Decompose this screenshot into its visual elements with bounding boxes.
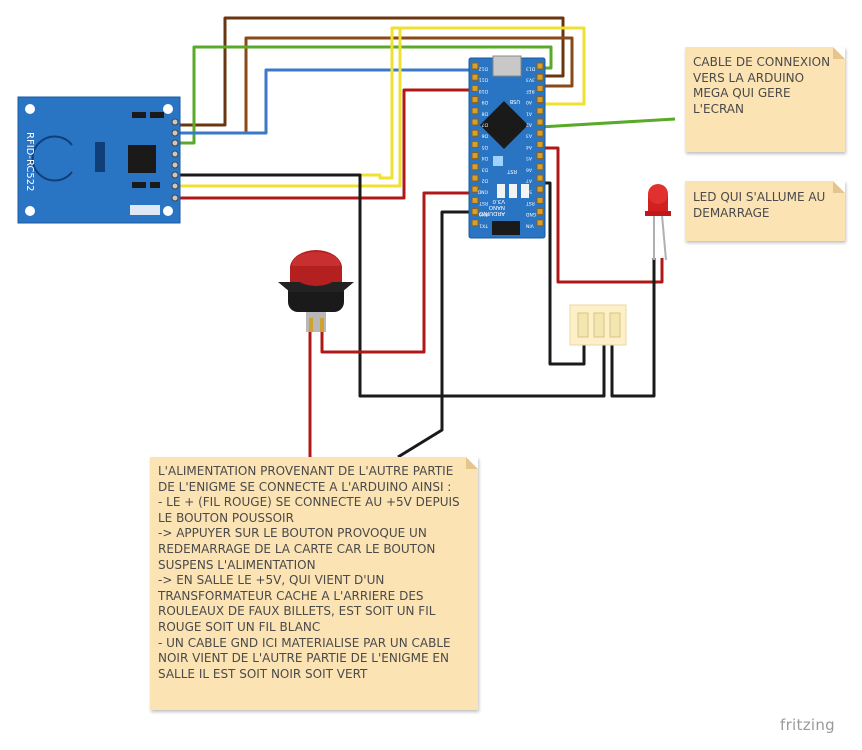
pin-right-6-pin bbox=[536, 129, 544, 137]
pin-left-10-label: D2 bbox=[482, 178, 488, 184]
pin-left-8-pin bbox=[471, 152, 479, 160]
wire-brown-1 bbox=[175, 16, 565, 127]
pin-right-1-label: 3V3 bbox=[526, 77, 535, 83]
pin-right-3-pin bbox=[536, 96, 544, 104]
wires bbox=[175, 16, 676, 459]
pin-left-2-label: D10 bbox=[479, 88, 488, 94]
pin-right-4-label: A1 bbox=[526, 110, 532, 116]
pin-right-10-label: A7 bbox=[526, 178, 532, 184]
led bbox=[645, 184, 671, 261]
pin-left-14-label: TX1 bbox=[479, 222, 489, 228]
rfid-label: RFID-RC522 bbox=[24, 132, 35, 191]
pin-left-14-pin bbox=[471, 219, 479, 227]
pin-right-13-pin bbox=[536, 208, 544, 216]
wire-black-conn bbox=[540, 181, 586, 366]
pin-right-5-pin bbox=[536, 118, 544, 126]
arduino-nano: ARDUINO NANO V3.0 RST USB D12D11D10D9D8D… bbox=[468, 55, 546, 239]
pin-left-7-pin bbox=[471, 140, 479, 148]
wire-yellow-2 bbox=[175, 28, 402, 188]
pin-left-4-label: D8 bbox=[482, 110, 488, 116]
usb-label: USB bbox=[509, 98, 520, 104]
pin-left-3-label: D9 bbox=[482, 99, 488, 105]
note-cable-mega: CABLE DE CONNEXION VERS LA ARDUINO MEGA … bbox=[685, 47, 845, 152]
pin-left-1-label: D11 bbox=[479, 77, 488, 83]
pin-right-9-pin bbox=[536, 163, 544, 171]
pin-left-2-pin bbox=[471, 84, 479, 92]
wire-red-led bbox=[540, 146, 664, 284]
pin-left-13-pin bbox=[471, 208, 479, 216]
pin-right-3-label: A0 bbox=[526, 99, 532, 105]
arduino-version: V3.0 bbox=[492, 198, 505, 204]
pin-right-10-pin bbox=[536, 174, 544, 182]
pin-right-5-label: A2 bbox=[526, 122, 532, 128]
pin-left-6-pin bbox=[471, 129, 479, 137]
pin-left-3-pin bbox=[471, 96, 479, 104]
wire-black-rfid bbox=[175, 173, 606, 398]
rfid-module: RFID-RC522 bbox=[17, 96, 181, 224]
pin-right-4-pin bbox=[536, 107, 544, 115]
pin-left-4-pin bbox=[471, 107, 479, 115]
pin-left-5-label: D7 bbox=[482, 122, 488, 128]
wire-black-led bbox=[610, 258, 656, 398]
connector-3pin bbox=[569, 304, 627, 346]
pin-right-12-pin bbox=[536, 196, 544, 204]
wire-green bbox=[175, 45, 553, 145]
pin-left-11-label: GND bbox=[477, 189, 488, 195]
wire-yellow-1 bbox=[175, 26, 586, 180]
pin-right-14-label: VIN bbox=[526, 222, 534, 228]
pin-right-8-pin bbox=[536, 152, 544, 160]
pin-left-6-label: D6 bbox=[482, 133, 488, 139]
arduino-sub: NANO bbox=[488, 204, 505, 210]
pin-right-7-pin bbox=[536, 140, 544, 148]
push-button bbox=[278, 250, 354, 332]
pin-left-0-pin bbox=[471, 62, 479, 70]
pin-right-12-label: RST bbox=[526, 200, 535, 206]
note-led: LED QUI S'ALLUME AU DEMARRAGE bbox=[685, 181, 845, 241]
pin-left-0-label: D12 bbox=[479, 66, 488, 72]
pin-left-11-pin bbox=[471, 185, 479, 193]
pin-left-12-label: RST bbox=[479, 200, 488, 206]
arduino-model: ARDUINO bbox=[478, 210, 505, 216]
wire-black-gnd bbox=[397, 210, 475, 459]
pin-left-7-label: D5 bbox=[482, 144, 488, 150]
pin-right-9-label: A6 bbox=[526, 166, 532, 172]
pin-right-8-label: A5 bbox=[526, 155, 532, 161]
pin-right-0-pin bbox=[536, 62, 544, 70]
pin-right-0-label: D13 bbox=[526, 66, 535, 72]
pin-right-2-pin bbox=[536, 84, 544, 92]
note-power-supply: L'ALIMENTATION PROVENANT DE L'AUTRE PART… bbox=[150, 457, 478, 710]
pin-left-1-pin bbox=[471, 73, 479, 81]
pin-right-14-pin bbox=[536, 219, 544, 227]
pin-left-8-label: D4 bbox=[482, 155, 488, 161]
pin-left-13-label: RX0 bbox=[479, 211, 488, 217]
arduino-reset: RST bbox=[506, 168, 517, 174]
pin-right-11-pin bbox=[536, 185, 544, 193]
wire-green-mega bbox=[539, 117, 676, 129]
pin-left-12-pin bbox=[471, 196, 479, 204]
pin-left-5-pin bbox=[471, 118, 479, 126]
pin-right-13-label: GND bbox=[525, 211, 536, 217]
pin-left-9-pin bbox=[471, 163, 479, 171]
pin-right-7-label: A4 bbox=[526, 144, 532, 150]
pin-right-6-label: A3 bbox=[526, 133, 532, 139]
wire-blue bbox=[175, 68, 475, 135]
wire-red-button bbox=[320, 191, 475, 354]
wire-red-rfid bbox=[175, 88, 475, 200]
pin-left-9-label: D3 bbox=[482, 166, 488, 172]
pin-right-2-label: REF bbox=[526, 88, 535, 94]
pin-right-11-label: 5V bbox=[525, 189, 532, 195]
pin-left-10-pin bbox=[471, 174, 479, 182]
fritzing-logo: fritzing bbox=[780, 716, 835, 734]
pin-right-1-pin bbox=[536, 73, 544, 81]
